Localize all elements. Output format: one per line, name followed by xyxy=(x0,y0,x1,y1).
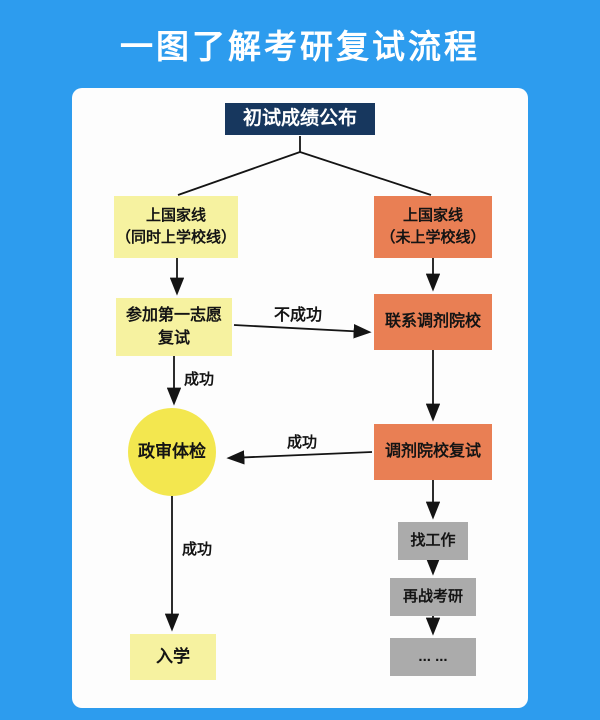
node-text: （未上学校线） xyxy=(380,229,486,246)
node-text: 调剂院校复试 xyxy=(384,443,481,461)
node-adjustment-school-retest: 调剂院校复试 xyxy=(374,424,492,480)
edge-label-success-to-review: 成功 xyxy=(184,371,215,388)
node-text: （同时上学校线） xyxy=(115,229,236,246)
node-national-line-no-school-line: 上国家线 （未上学校线） xyxy=(374,196,492,258)
node-text: 参加第一志愿 xyxy=(125,306,222,324)
node-results-announced: 初试成绩公布 xyxy=(225,103,375,135)
node-contact-adjustment-schools: 联系调剂院校 xyxy=(374,294,492,350)
node-text: ... ... xyxy=(418,648,448,666)
node-national-line-with-school-line: 上国家线 （同时上学校线） xyxy=(114,196,238,258)
node-text: 上国家线 xyxy=(402,207,463,225)
node-political-review-physical: 政审体检 xyxy=(128,408,216,496)
node-text: 上国家线 xyxy=(145,207,206,225)
node-text: 找工作 xyxy=(410,532,456,550)
node-text: 政审体检 xyxy=(138,441,206,461)
node-retry-exam: 再战考研 xyxy=(390,578,476,616)
node-text: 初试成绩公布 xyxy=(242,108,357,130)
node-first-choice-retest: 参加第一志愿 复试 xyxy=(116,298,232,356)
edge-label-success-to-enroll: 成功 xyxy=(182,541,213,558)
node-find-job: 找工作 xyxy=(398,522,468,560)
edge-label-success-from-retest: 成功 xyxy=(287,434,318,451)
node-text: 再战考研 xyxy=(402,588,463,606)
page-title: 一图了解考研复试流程 xyxy=(120,28,480,65)
edge-label-unsuccessful: 不成功 xyxy=(274,307,323,324)
node-enrollment: 入学 xyxy=(130,634,216,680)
node-text: 入学 xyxy=(156,646,190,666)
node-ellipsis: ... ... xyxy=(390,638,476,676)
node-text: 复试 xyxy=(157,330,190,347)
node-text: 联系调剂院校 xyxy=(384,313,481,331)
